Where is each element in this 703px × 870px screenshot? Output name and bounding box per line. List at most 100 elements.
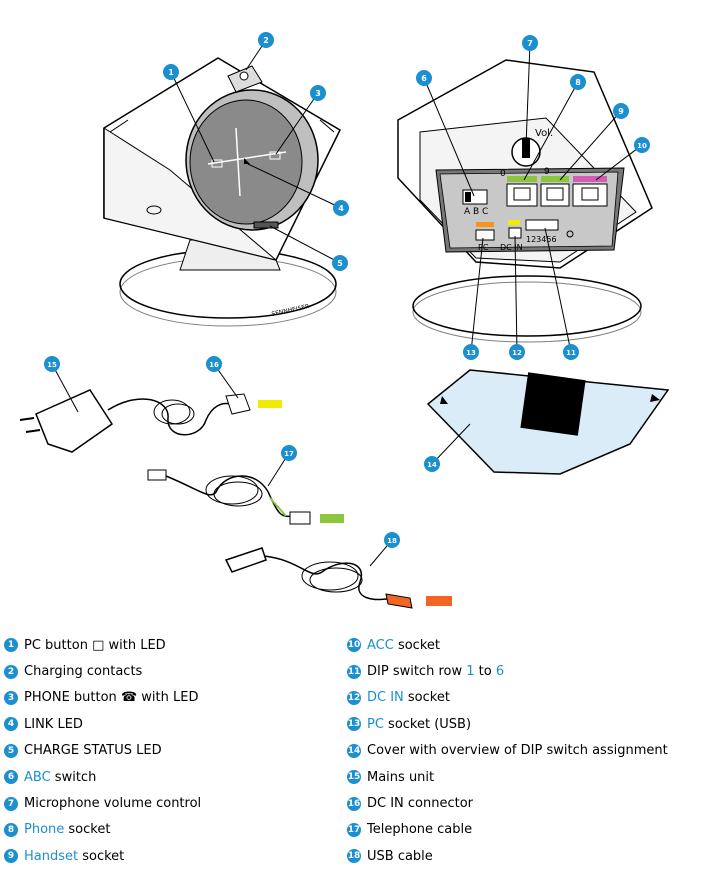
legend-label: DIP switch row 1 to 6 — [367, 664, 504, 679]
svg-text:4: 4 — [338, 204, 344, 213]
legend-label-part: Handset — [24, 848, 79, 864]
legend-label: PHONE button ☎ with LED — [24, 690, 198, 705]
usb-cable — [224, 547, 452, 609]
legend-label-part: to — [474, 664, 496, 680]
legend-number-badge: 13 — [347, 717, 361, 732]
callout-11: 11 — [563, 344, 579, 360]
legend-label-part: with LED — [104, 637, 166, 653]
legend-label-part: PHONE button — [24, 690, 121, 706]
legend-number-badge: 9 — [4, 849, 18, 864]
callout-5: 5 — [332, 255, 348, 271]
legend-label-part: Charging contacts — [24, 664, 143, 680]
svg-text:9: 9 — [618, 107, 624, 116]
legend-label-part: socket — [78, 848, 125, 864]
svg-text:7: 7 — [527, 39, 533, 48]
svg-text:8: 8 — [575, 78, 581, 87]
callout-7: 7 — [522, 35, 538, 51]
legend-item: 6 ABC switch — [4, 764, 201, 790]
callouts: 1 2 3 4 5 6 7 8 9 10 11 12 13 14 15 16 1… — [44, 32, 650, 548]
svg-text:10: 10 — [637, 142, 647, 150]
svg-text:1: 1 — [168, 68, 174, 77]
legend-label-part: DC IN — [367, 690, 404, 706]
legend-number-badge: 17 — [347, 822, 361, 837]
legend-label: ACC socket — [367, 638, 440, 653]
callout-13: 13 — [463, 344, 479, 360]
legend-item: 1 PC button □ with LED — [4, 632, 201, 658]
legend-label-part: 6 — [495, 664, 505, 680]
legend-item: 18 USB cable — [347, 843, 668, 869]
legend-label-part: ACC — [367, 637, 394, 653]
legend-number-badge: 12 — [347, 690, 361, 705]
base-station-front: SENNHEISER — [103, 57, 341, 327]
legend-label-part: socket — [403, 690, 450, 706]
svg-text:15: 15 — [47, 361, 57, 369]
dip-switch-cover — [426, 369, 670, 475]
callout-6: 6 — [416, 70, 432, 86]
legend-label-part: ABC — [24, 769, 51, 785]
svg-text:2: 2 — [263, 36, 269, 45]
legend-label: DC IN socket — [367, 690, 450, 705]
product-diagram: SENNHEISER Vol. 0 9 A B C PC — [19, 32, 670, 609]
vol-max-label: 9 — [544, 167, 550, 177]
dip-numbers-label: 123456 — [526, 235, 557, 244]
legend-item: 14 Cover with overview of DIP switch assi… — [347, 738, 668, 764]
callout-12: 12 — [509, 344, 525, 360]
legend-label-part: Phone — [24, 822, 65, 838]
legend-label-part: Microphone volume control — [24, 796, 202, 812]
legend-label-part: DIP switch row — [367, 664, 467, 680]
legend-label-part: DC IN connector — [367, 796, 474, 812]
svg-text:12: 12 — [512, 349, 522, 357]
legend-label-part: USB cable — [367, 848, 433, 864]
legend-label: PC button □ with LED — [24, 638, 166, 653]
legend-item: 2 Charging contacts — [4, 658, 201, 684]
svg-text:5: 5 — [337, 259, 343, 268]
legend-label-part: □ — [92, 637, 105, 653]
pc-port-label: PC — [478, 243, 489, 252]
legend-number-badge: 6 — [4, 770, 18, 785]
svg-text:3: 3 — [315, 89, 321, 98]
legend-label: Microphone volume control — [24, 796, 201, 811]
legend-number-badge: 2 — [4, 664, 18, 679]
legend-label: LINK LED — [24, 717, 83, 732]
mains-unit — [19, 389, 282, 453]
callout-14: 14 — [424, 456, 440, 472]
callout-18: 18 — [384, 532, 400, 548]
legend-number-badge: 1 — [4, 638, 18, 653]
legend-number-badge: 7 — [4, 796, 18, 811]
legend-number-badge: 18 — [347, 849, 361, 864]
svg-text:17: 17 — [284, 450, 294, 458]
legend-label-part: PC — [367, 716, 384, 732]
legend-item: 7 Microphone volume control — [4, 790, 201, 816]
callout-2: 2 — [258, 32, 274, 48]
svg-text:6: 6 — [421, 74, 427, 83]
callout-16: 16 — [206, 356, 222, 372]
callout-9: 9 — [613, 103, 629, 119]
legend-label: ABC switch — [24, 770, 96, 785]
legend-number-badge: 16 — [347, 796, 361, 811]
callout-10: 10 — [634, 137, 650, 153]
svg-text:13: 13 — [466, 349, 476, 357]
svg-text:11: 11 — [566, 349, 576, 357]
legend-label-part: with LED — [137, 690, 199, 706]
legend-label-part: Cover with overview of DIP switch assign… — [367, 743, 668, 759]
legend-number-badge: 14 — [347, 743, 361, 758]
vol-label: Vol. — [535, 128, 553, 139]
vol-min-label: 0 — [500, 169, 506, 179]
legend-label-part: ☎ — [120, 690, 138, 706]
svg-text:14: 14 — [427, 461, 437, 469]
legend-number-badge: 5 — [4, 743, 18, 758]
legend-label-part: switch — [50, 769, 97, 785]
legend-number-badge: 10 — [347, 638, 361, 653]
callout-15: 15 — [44, 356, 60, 372]
svg-text:18: 18 — [387, 537, 397, 545]
legend-label-part: PC button — [24, 637, 93, 653]
legend-label: Handset socket — [24, 849, 124, 864]
legend-label-part: socket — [64, 822, 111, 838]
legend-item: 10 ACC socket — [347, 632, 668, 658]
